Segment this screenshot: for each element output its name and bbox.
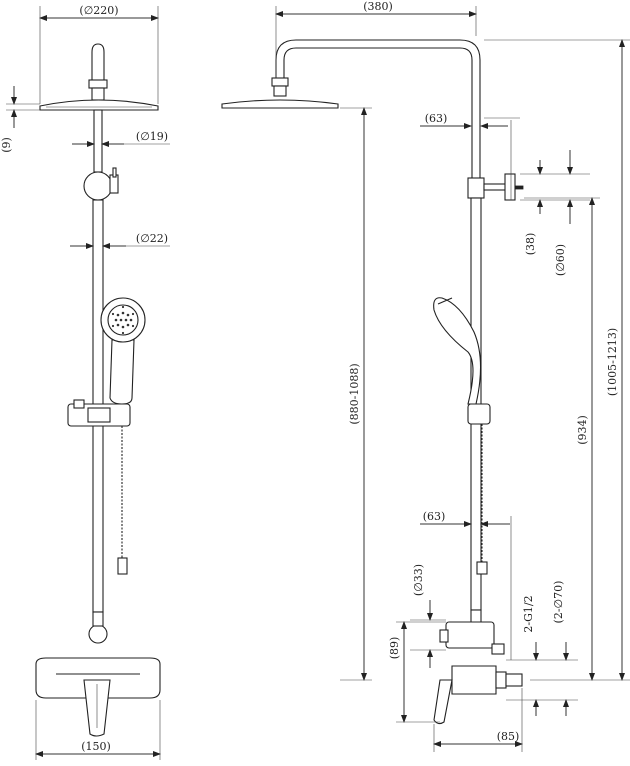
hand-shower-side (433, 297, 482, 405)
mixer-body-side (451, 665, 497, 695)
dim-lower-offset: (63) (420, 510, 512, 660)
dim-text-mixer-depth: (85) (497, 730, 520, 743)
diverter-lever (109, 174, 119, 194)
dim-mixer-height: (89) (388, 621, 446, 723)
arm-nut (88, 79, 108, 89)
dim-text-head-thickness: (9) (0, 137, 13, 153)
hose-end (117, 557, 128, 575)
dim-text-mixer-width: (150) (81, 740, 111, 753)
wall-bracket-plate (504, 173, 516, 201)
dim-bracket: (38) (∅60) (520, 150, 590, 276)
dim-text-total-height: (1005-1213) (606, 328, 619, 396)
dim-text-head-height: (880-1088) (348, 363, 361, 424)
dim-text-bracket-diameter: (∅60) (554, 244, 567, 276)
overhead-arm-outer (275, 39, 481, 180)
arm-connector (91, 87, 105, 101)
dim-holder-height: (934) (524, 197, 600, 681)
dim-head-diameter: (∅220) (39, 4, 159, 104)
shower-head-side (221, 99, 339, 109)
dim-lower-tube: (∅22) (70, 232, 170, 249)
tube-nut (88, 624, 108, 644)
slide-holder-side (467, 403, 491, 425)
hand-shower-head (100, 297, 146, 343)
dim-inlet-escutcheon: 2-G1/2 (2-∅70) (506, 581, 578, 716)
hand-shower-handle (109, 339, 135, 405)
dim-upper-offset: (63) (420, 112, 520, 200)
mixer-lever-side (433, 679, 453, 725)
diverter-side (467, 177, 485, 199)
dim-total-height: (1005-1213) (484, 39, 630, 681)
dim-text-mixer-diameter: (∅33) (412, 564, 425, 596)
arm-nut-side (271, 77, 289, 87)
shower-head (39, 99, 159, 111)
wall-bracket-arm (483, 183, 507, 191)
dim-text-lower-tube: (∅22) (136, 232, 168, 245)
mixer-nut-side (491, 643, 505, 655)
shower-arm-stub (91, 43, 105, 83)
overhead-arm-inner (283, 47, 473, 180)
dim-upper-tube: (∅19) (72, 130, 170, 147)
dim-text-upper-offset: (63) (425, 112, 448, 125)
dim-text-arm-reach: (380) (363, 0, 393, 13)
dim-text-holder-height: (934) (576, 415, 589, 445)
dim-arm-reach: (380) (275, 0, 477, 78)
side-view: (380) (63) (38) (∅60) (880-1088) (221, 0, 630, 752)
diverter-body (83, 171, 113, 201)
dim-text-head-diameter: (∅220) (79, 4, 118, 17)
mixer-body (35, 657, 161, 699)
mixer-top-side (445, 621, 495, 649)
dim-mixer-diameter: (∅33) (410, 564, 446, 668)
escutcheon-side (505, 673, 523, 687)
front-view: (∅220) (9) (∅19) (∅22) (150) (0, 4, 170, 760)
dim-text-escutcheon: (2-∅70) (552, 581, 565, 624)
dim-text-bracket-depth: (38) (524, 233, 537, 256)
dim-mixer-depth: (85) (433, 688, 523, 752)
dim-text-inlet-thread: 2-G1/2 (522, 595, 535, 632)
dim-head-height: (880-1088) (340, 107, 372, 681)
upper-tube (93, 109, 103, 173)
dim-head-thickness: (9) (0, 86, 40, 153)
dim-text-lower-offset: (63) (423, 510, 446, 523)
dim-text-upper-tube: (∅19) (136, 130, 168, 143)
dim-text-mixer-height: (89) (388, 637, 401, 660)
dim-mixer-width: (150) (35, 700, 161, 760)
